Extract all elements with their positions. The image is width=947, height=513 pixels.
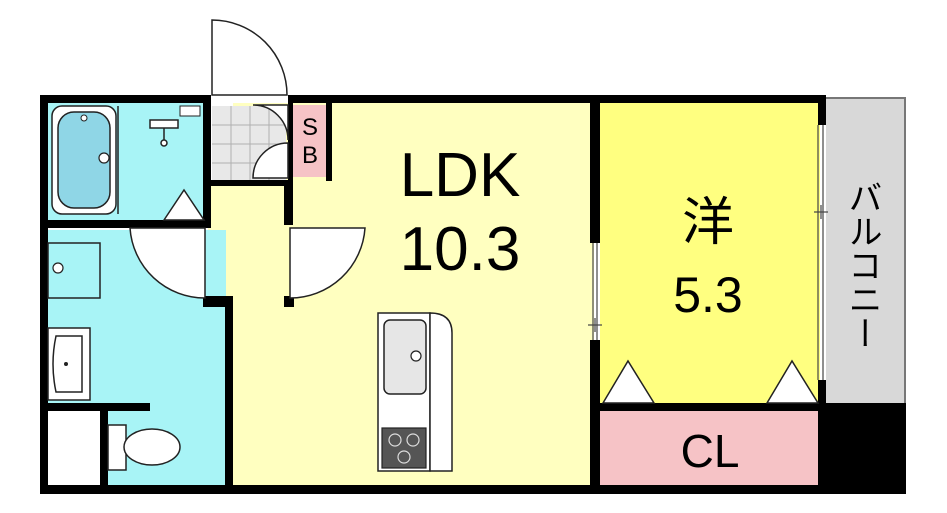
shoe-box-label-s: S — [302, 114, 318, 141]
ldk-size: 10.3 — [400, 215, 521, 284]
wash-basin — [47, 327, 91, 401]
bath-shelf — [179, 105, 201, 117]
balcony-label: バルコニー — [843, 180, 881, 350]
bath-door-symbol — [162, 188, 206, 221]
kitchen-counter — [377, 312, 453, 472]
balcony-railing — [826, 97, 906, 403]
windows — [588, 125, 828, 380]
shoe-box-floor — [292, 105, 328, 177]
balcony-floor — [826, 98, 904, 403]
walls — [40, 95, 906, 494]
toilet-compartment-floor — [48, 410, 106, 485]
closet-door-symbols — [601, 359, 820, 404]
western-room-label: 洋 — [682, 194, 734, 252]
closet-floor — [600, 410, 820, 485]
doors — [129, 19, 366, 299]
closet-label: CL — [681, 425, 740, 477]
bathtub — [51, 105, 117, 215]
shoe-box-label-b: B — [302, 142, 318, 169]
shower-faucet — [149, 119, 179, 147]
western-room-size: 5.3 — [673, 267, 743, 323]
toilet — [107, 424, 181, 471]
washing-machine-space — [47, 242, 101, 299]
western-room-floor — [600, 103, 820, 405]
ldk-label: LDK — [400, 141, 521, 210]
